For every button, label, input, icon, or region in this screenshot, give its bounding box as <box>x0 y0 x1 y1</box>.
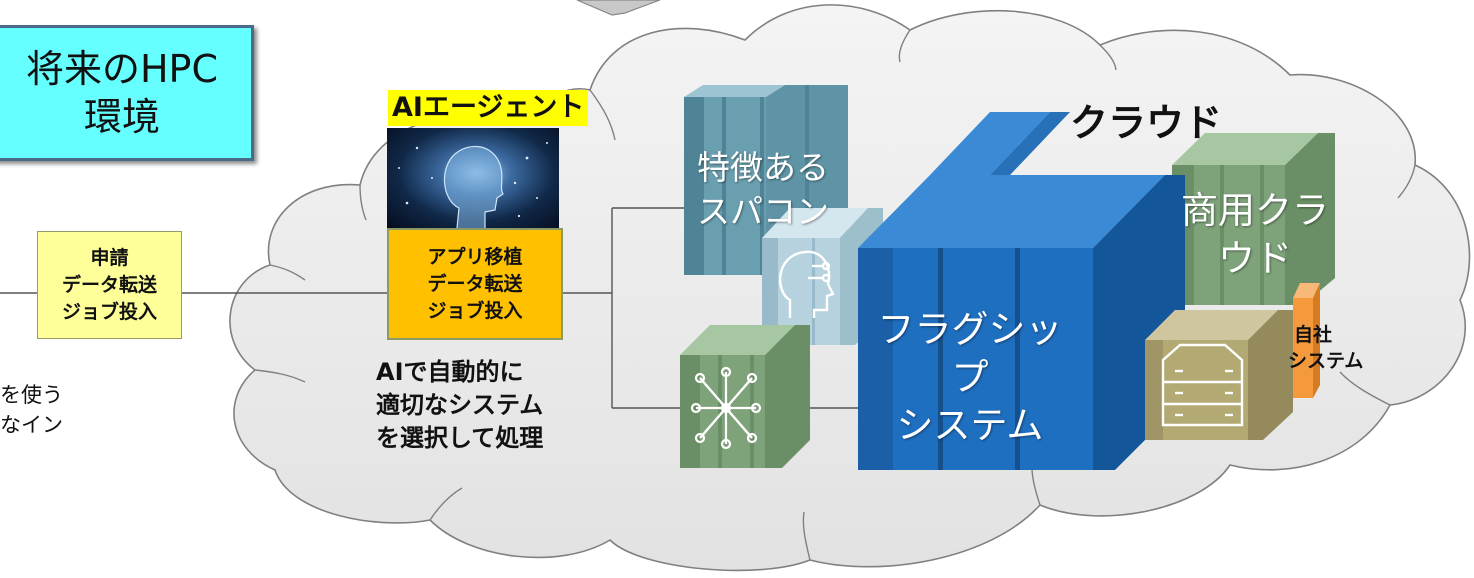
title-line-1: 将来のHPC <box>25 47 219 91</box>
network-server <box>680 325 810 468</box>
agent-box-line-3: ジョブ投入 <box>427 299 523 322</box>
flagship-system-label: フラグシップ システム <box>870 306 1070 450</box>
user-box-line-3: ジョブ投入 <box>61 300 157 323</box>
ai-note-line-1: AIで自動的に <box>376 358 524 386</box>
featured-supercomputer-line-2: スパコン <box>697 192 829 231</box>
cloud-label: クラウド <box>1070 101 1223 145</box>
commercial-cloud-line-2: ウド <box>1218 237 1292 280</box>
user-request-box: 申請 データ転送 ジョブ投入 <box>37 231 182 339</box>
left-note: を使う なイン <box>0 380 63 440</box>
flagship-line-1: フラグシップ <box>877 308 1063 399</box>
user-box-line-2: データ転送 <box>61 273 157 296</box>
agent-task-box: アプリ移植 データ転送 ジョブ投入 <box>387 228 563 340</box>
own-system-line-2: システム <box>1288 350 1364 372</box>
neural-network-icon <box>690 366 762 450</box>
own-system-line-1: 自社 <box>1294 324 1333 346</box>
user-box-line-1: 申請 <box>90 246 129 269</box>
agent-box-line-1: アプリ移植 <box>427 245 523 268</box>
ai-head-illustration <box>398 142 548 228</box>
title-box: 将来のHPC 環境 <box>0 25 254 161</box>
ai-note-line-3: を選択して処理 <box>376 424 544 452</box>
ai-note-line-2: 適切なシステム <box>376 391 544 419</box>
on-premise-server <box>1145 310 1293 440</box>
own-system-server <box>1293 283 1320 398</box>
agent-box-line-2: データ転送 <box>427 272 523 295</box>
ai-agent-label: AIエージェント <box>388 90 589 126</box>
flagship-system-server <box>858 112 1185 470</box>
ai-auto-selection-note: AIで自動的に 適切なシステム を選択して処理 <box>376 356 543 455</box>
title-line-2: 環境 <box>83 95 160 139</box>
ai-head-image <box>387 128 559 228</box>
left-note-line-2: なイン <box>0 413 63 437</box>
arrow-stub <box>576 0 661 16</box>
commercial-cloud-label: 商用クラ ウド <box>1170 187 1340 283</box>
featured-supercomputer-server <box>684 85 848 275</box>
featured-supercomputer-label: 特徴ある スパコン <box>668 146 858 234</box>
server-rack-icon <box>1161 343 1244 427</box>
own-system-label: 自社 システム <box>1288 322 1363 374</box>
left-note-line-1: を使う <box>0 383 63 407</box>
ai-head-icon <box>778 250 835 318</box>
commercial-cloud-server <box>1172 133 1335 305</box>
commercial-cloud-line-1: 商用クラ <box>1181 189 1329 232</box>
featured-supercomputer-line-1: 特徴ある <box>697 148 829 187</box>
flagship-line-2: システム <box>896 404 1044 447</box>
cloud-contour-lines <box>254 29 1416 561</box>
